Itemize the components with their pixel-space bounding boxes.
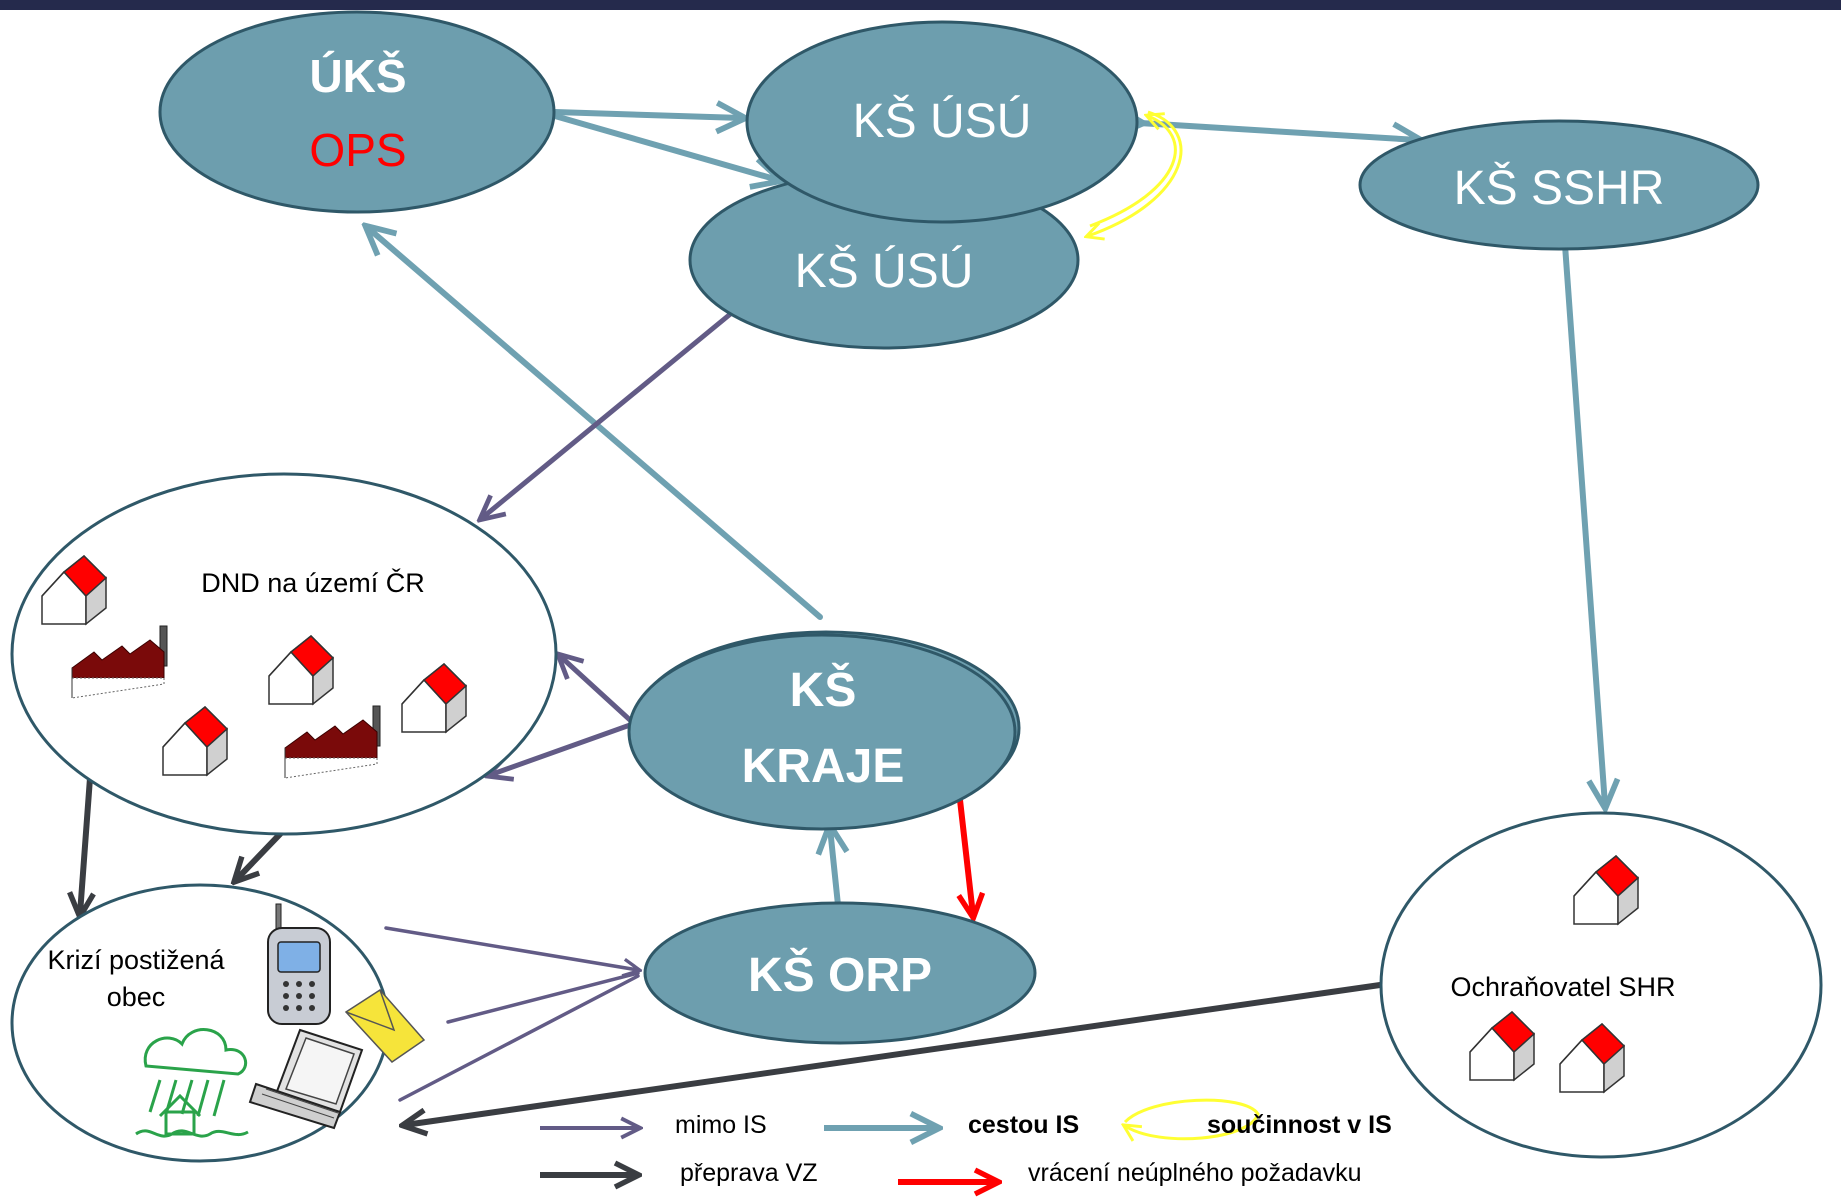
arrow-group-mimo-is: [384, 299, 748, 1102]
arrow-obec-to-orp-1: [384, 926, 638, 970]
node-uks[interactable]: ÚKŠ OPS: [158, 10, 556, 214]
node-uks-ops: OPS: [309, 124, 406, 176]
node-ks-sshr-label: KŠ SSHR: [1454, 161, 1665, 215]
top-bar: [0, 0, 1841, 10]
arrow-dnd-to-obec-1: [80, 775, 90, 914]
node-ks-kraje-line2: KRAJE: [742, 740, 905, 793]
legend-mimo-is-label: mimo IS: [675, 1111, 767, 1139]
arrow-orp-to-kraje: [830, 828, 838, 908]
legend-vraceni-label: vrácení neúplného požadavku: [1028, 1159, 1362, 1187]
node-ks-usu-front[interactable]: KŠ ÚSÚ: [745, 20, 1139, 224]
node-obec-line2: obec: [107, 982, 166, 1012]
node-dnd[interactable]: DND na území ČR: [10, 472, 558, 836]
legend-soucinnost-arrow: [1125, 1098, 1260, 1139]
phone-icon: [267, 903, 331, 1025]
legend-preprava-label: přeprava VZ: [680, 1159, 818, 1187]
node-ochranovatel-label: Ochraňovatel SHR: [1450, 972, 1675, 1002]
arrow-uks-to-usu-back: [552, 113, 778, 180]
node-obec-line1: Krizí postižená: [47, 945, 225, 975]
arrow-kraje-to-uks: [368, 228, 823, 620]
arrow-soucinnost-usu: [1088, 110, 1183, 236]
node-dnd-label: DND na území ČR: [201, 567, 425, 598]
node-ks-kraje-line1: KŠ: [790, 662, 857, 717]
arrow-sshr-to-ochranovatel: [1562, 242, 1605, 805]
node-obec[interactable]: Krizí postižená obec: [10, 883, 426, 1163]
legend: mimo IS cestou IS součinnost v IS přepra…: [540, 1098, 1392, 1187]
arrow-obec-to-orp-3: [398, 974, 640, 1102]
arrow-group-cestou-is: [368, 112, 1605, 908]
envelope-icon: [344, 989, 426, 1063]
node-ochranovatel[interactable]: Ochraňovatel SHR: [1379, 811, 1823, 1159]
arrow-kraje-to-dnd-lower: [490, 722, 633, 775]
legend-cestou-is-label: cestou IS: [968, 1111, 1079, 1139]
laptop-icon: [248, 1028, 364, 1130]
node-ks-orp[interactable]: KŠ ORP: [643, 901, 1037, 1045]
node-ks-usu-back-label: KŠ ÚSÚ: [795, 244, 974, 298]
arrow-ochranovatel-to-obec: [405, 982, 1383, 1125]
arrow-uks-to-usu: [552, 112, 742, 118]
node-uks-title: ÚKŠ: [309, 50, 406, 102]
node-ks-sshr[interactable]: KŠ SSHR: [1358, 119, 1760, 251]
arrow-dnd-to-obec-2: [236, 829, 285, 880]
node-ks-kraje[interactable]: KŠ KRAJE: [627, 630, 1021, 831]
legend-soucinnost-label: součinnost v IS: [1207, 1111, 1392, 1139]
arrow-obec-to-orp-2: [446, 971, 640, 1024]
storm-icon: [135, 1028, 249, 1138]
arrow-kraje-to-dnd-upper: [560, 656, 633, 723]
node-ks-orp-label: KŠ ORP: [748, 947, 932, 1002]
node-ks-usu-front-label: KŠ ÚSÚ: [853, 94, 1032, 148]
arrow-kraje-to-orp-return: [960, 797, 973, 915]
arrow-usu-to-dnd: [482, 299, 748, 518]
arrow-usu-to-sshr: [1140, 123, 1418, 140]
arrow-group-preprava: [80, 775, 1383, 1125]
